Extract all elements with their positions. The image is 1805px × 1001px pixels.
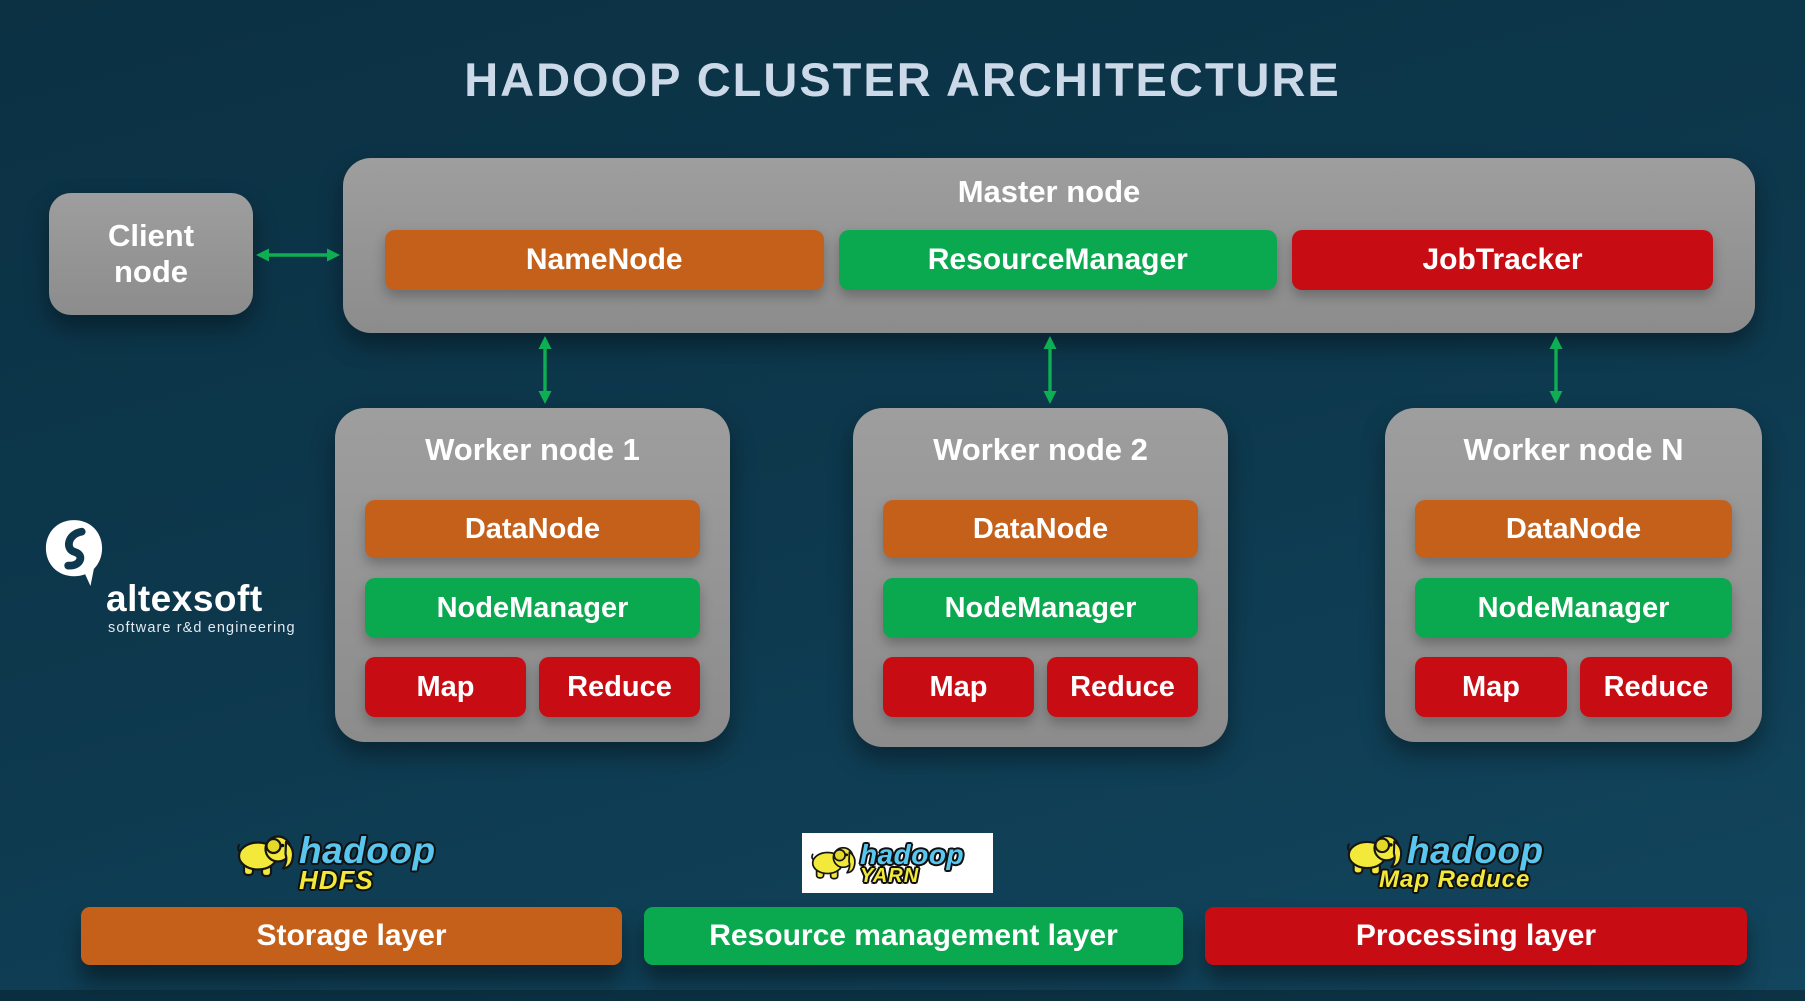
map-box: Map <box>883 657 1034 717</box>
hadoop-elephant-icon <box>1346 835 1403 876</box>
client-node-label: Client node <box>107 218 195 289</box>
mapreduce-wordmark: Map Reduce <box>1379 866 1531 893</box>
hdfs-wordmark: HDFS <box>299 865 374 895</box>
yarn-wordmark: YARN <box>860 864 920 887</box>
worker-node-2-box: Worker node 2 DataNode NodeManager Map R… <box>853 408 1228 747</box>
hadoop-wordmark: hadoop <box>1407 830 1544 871</box>
worker-node-1-box: Worker node 1 DataNode NodeManager Map R… <box>335 408 730 742</box>
reduce-box: Reduce <box>1047 657 1198 717</box>
master-components: NameNode ResourceManager JobTracker <box>343 230 1755 290</box>
hadoop-elephant-icon <box>237 835 295 878</box>
altexsoft-icon <box>45 520 103 586</box>
map-reduce-row: Map Reduce <box>1415 657 1732 717</box>
nodemanager-box: NodeManager <box>1415 578 1732 638</box>
reduce-box: Reduce <box>539 657 700 717</box>
hadoop-elephant-icon <box>811 846 856 880</box>
hadoop-wordmark: hadoop <box>860 838 965 870</box>
worker-node-2-label: Worker node 2 <box>933 432 1148 467</box>
client-master-arrow <box>256 248 340 262</box>
map-reduce-row: Map Reduce <box>365 657 700 717</box>
worker-node-n-label: Worker node N <box>1463 432 1684 467</box>
map-box: Map <box>365 657 526 717</box>
map-box: Map <box>1415 657 1567 717</box>
master-node-label: Master node <box>957 174 1141 209</box>
hadoop-yarn-logo: hadoop YARN <box>802 833 993 893</box>
master-worker2-arrow <box>1043 336 1057 404</box>
worker-node-n-box: Worker node N DataNode NodeManager Map R… <box>1385 408 1762 742</box>
storage-layer-bar: Storage layer <box>81 907 622 965</box>
namenode-box: NameNode <box>385 230 824 290</box>
master-workern-arrow <box>1549 336 1563 404</box>
map-reduce-row: Map Reduce <box>883 657 1198 717</box>
datanode-box: DataNode <box>365 500 700 558</box>
nodemanager-box: NodeManager <box>365 578 700 638</box>
page-title: HADOOP CLUSTER ARCHITECTURE <box>464 53 1341 106</box>
hadoop-wordmark: hadoop <box>299 830 436 871</box>
altexsoft-name: altexsoft <box>106 578 263 619</box>
altexsoft-tagline: software r&d engineering <box>108 620 296 636</box>
nodemanager-box: NodeManager <box>883 578 1198 638</box>
master-worker1-arrow <box>538 336 552 404</box>
resourcemanager-box: ResourceManager <box>838 230 1278 290</box>
worker-node-1-label: Worker node 1 <box>425 432 640 467</box>
resource-management-layer-bar: Resource management layer <box>644 907 1183 965</box>
client-node-box: Client node <box>49 193 253 315</box>
processing-layer-bar: Processing layer <box>1205 907 1747 965</box>
hadoop-mapreduce-logo: hadoop Map Reduce <box>1343 830 1544 894</box>
reduce-box: Reduce <box>1580 657 1732 717</box>
datanode-box: DataNode <box>1415 500 1732 558</box>
jobtracker-box: JobTracker <box>1292 230 1713 290</box>
datanode-box: DataNode <box>883 500 1198 558</box>
master-node-box: Master node NameNode ResourceManager Job… <box>343 158 1755 333</box>
hadoop-hdfs-logo: hadoop HDFS <box>233 830 436 896</box>
